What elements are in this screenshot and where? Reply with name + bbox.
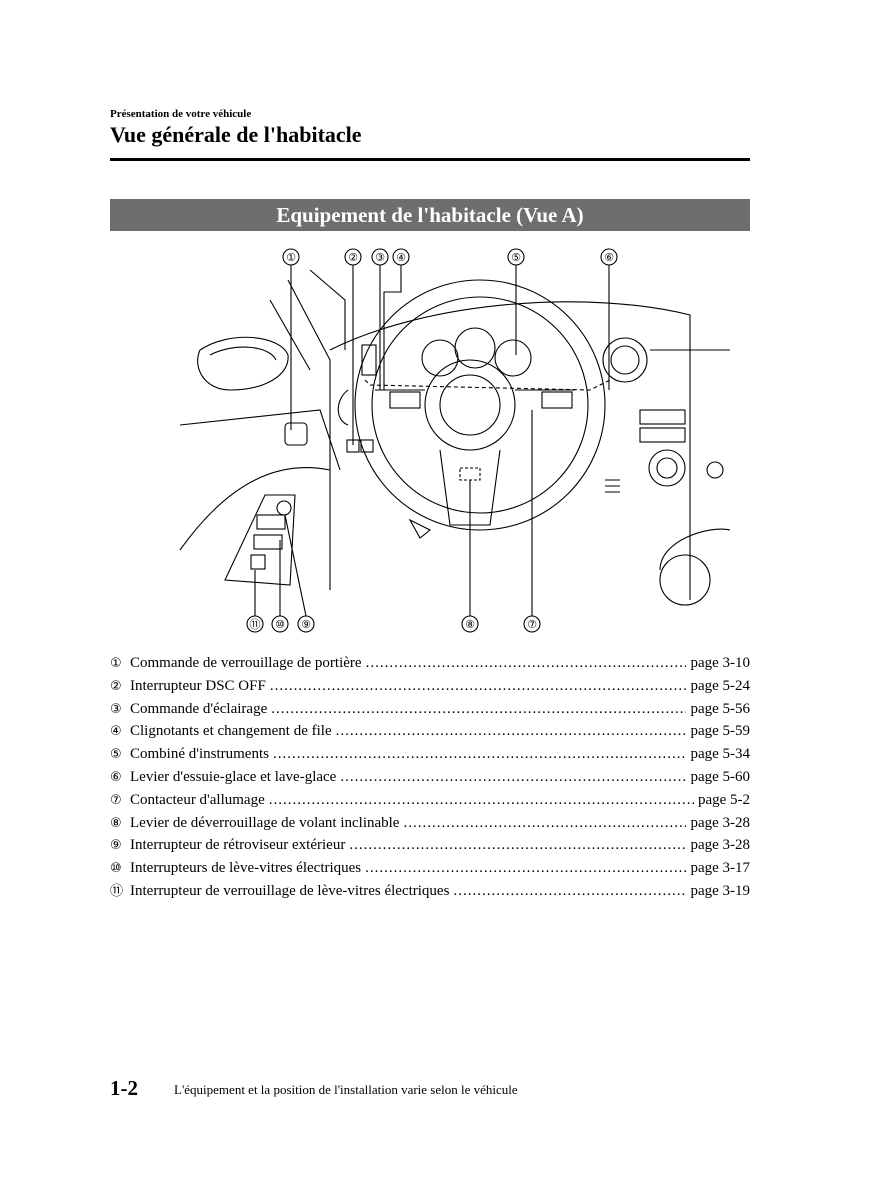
callout-5: ⑤ <box>507 248 525 355</box>
callout-7: ⑦ <box>523 410 541 633</box>
svg-text:③: ③ <box>375 251 385 264</box>
svg-text:②: ② <box>348 251 358 264</box>
callout-9: ⑨ <box>284 514 315 633</box>
svg-text:⑤: ⑤ <box>511 251 521 264</box>
svg-text:⑨: ⑨ <box>301 618 311 631</box>
callout-8: ⑧ <box>461 480 479 633</box>
callout-11: ⑪ <box>246 570 264 633</box>
callout-3: ③ <box>371 248 389 390</box>
svg-text:①: ① <box>286 251 296 264</box>
section-label: Présentation de votre véhicule <box>110 108 252 120</box>
callout-1: ① <box>282 248 300 430</box>
svg-text:⑩: ⑩ <box>275 618 285 631</box>
svg-text:⑪: ⑪ <box>250 618 261 631</box>
svg-text:⑥: ⑥ <box>604 251 614 264</box>
callout-10: ⑩ <box>271 540 289 633</box>
svg-text:⑦: ⑦ <box>527 618 537 631</box>
interior-illustration: ① ② ③ ④ ⑤ ⑥ <box>170 240 730 640</box>
svg-text:④: ④ <box>396 251 406 264</box>
page-title: Vue générale de l'habitacle <box>110 122 362 147</box>
title-divider <box>110 158 750 161</box>
callout-6: ⑥ <box>600 248 618 390</box>
footer-note: L'équipement et la position de l'install… <box>174 1082 518 1097</box>
page-number: 1-2 <box>110 1076 138 1100</box>
figure-banner: Equipement de l'habitacle (Vue A) <box>110 199 750 231</box>
callout-4: ④ <box>383 248 410 390</box>
callout-2: ② <box>344 248 362 445</box>
svg-text:⑧: ⑧ <box>465 618 475 631</box>
